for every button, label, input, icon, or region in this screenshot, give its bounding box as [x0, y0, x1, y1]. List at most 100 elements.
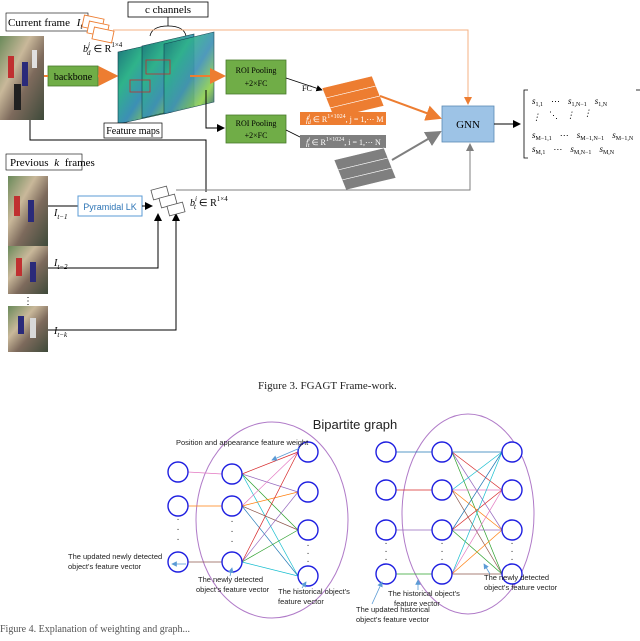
right-edge-3-1 — [451, 489, 503, 575]
left-edge-0-2 — [241, 473, 299, 531]
right-hist-label-2: feature vector — [394, 599, 440, 608]
left-updated-label-1: The updated newly detected — [68, 552, 162, 561]
left-history-node-1 — [297, 481, 319, 503]
previous-frames-label-box — [5, 153, 83, 171]
left-edge-1-0 — [241, 451, 299, 507]
right-updated-label-1: The updated historical — [356, 605, 430, 614]
left-detected-node-1 — [221, 495, 243, 517]
previous-frames-label: Previous k frames — [10, 157, 95, 169]
left-new-label-2: object's feature vector — [196, 585, 270, 594]
left-edge-0-1 — [241, 473, 299, 493]
previous-frame-image-2 — [8, 246, 48, 294]
fd-formula-box — [300, 112, 386, 125]
graph-dot-12: · — [440, 538, 443, 549]
left-updated-label-2: object's feature vector — [68, 562, 142, 571]
history-feature-bars — [333, 147, 397, 191]
right-history-node-0 — [431, 441, 453, 463]
right-updated-node-1 — [375, 479, 397, 501]
c-channels-brace — [149, 25, 187, 37]
graph-dot-11: · — [384, 554, 387, 565]
right-edge-2-0 — [451, 451, 503, 531]
figure3-caption: Figure 3. FGAGT Frame-work. — [258, 380, 397, 392]
left-edge-2-2 — [241, 529, 299, 563]
graph-dot-14: · — [440, 554, 443, 565]
right-detected-node-0 — [501, 441, 523, 463]
right-ellipse — [401, 413, 535, 615]
left-updated-node-2 — [167, 551, 189, 573]
detection-box-stack — [81, 14, 115, 44]
graph-dot-1: · — [176, 524, 179, 535]
roi-pooling-box-previous — [225, 114, 287, 144]
left-edge-0-0 — [241, 451, 299, 475]
weight-label: Position and appearance feature weight — [176, 438, 309, 447]
roi1-line2: +2×FC — [245, 79, 268, 88]
left-edge-2-3 — [241, 561, 299, 577]
ft-formula-box — [300, 135, 386, 148]
right-detected-node-3 — [501, 563, 523, 585]
roi-pooling-box-current — [225, 59, 287, 95]
right-history-node-1 — [431, 479, 453, 501]
gnn-box — [441, 105, 495, 143]
hist-features-to-gnn — [391, 130, 442, 161]
matrix-row-1: ⋮⋱⋮⋮ — [532, 108, 592, 122]
left-hist-label-1: The historical object's — [278, 587, 350, 596]
left-edge-1-2 — [241, 505, 299, 531]
fc1-label: FC — [302, 84, 312, 93]
roi1-line1: ROI Pooling — [236, 66, 277, 75]
feature-maps-stack — [117, 31, 215, 125]
graph-dot-0: · — [176, 514, 179, 525]
graph-dot-8: · — [306, 556, 309, 567]
right-edge-1-0 — [451, 451, 503, 491]
graph-dot-3: · — [230, 516, 233, 527]
right-history-node-3 — [431, 563, 453, 585]
left-edge-0-3 — [241, 473, 299, 577]
left-history-node-0 — [297, 441, 319, 463]
graph-dot-9: · — [384, 538, 387, 549]
tracked-box-stack — [150, 185, 186, 217]
right-new-label-2: object's feature vector — [484, 583, 558, 592]
pyramidal-lk-label: Pyramidal LK — [83, 202, 137, 212]
frame-label-1: It−2 — [53, 258, 68, 271]
right-detected-node-2 — [501, 519, 523, 541]
detection-feature-bars — [321, 75, 385, 119]
right-history-node-2 — [431, 519, 453, 541]
det-features-to-gnn — [379, 95, 442, 121]
left-new-label-1: The newly detected — [198, 575, 263, 584]
graph-dot-10: · — [384, 546, 387, 557]
right-edge-3-2 — [451, 529, 503, 575]
left-history-node-3 — [297, 565, 319, 587]
previous-frame-image-1 — [8, 176, 48, 246]
left-updated-node-1 — [167, 495, 189, 517]
left-edge-1-3 — [241, 505, 299, 577]
left-edge-2-0 — [241, 451, 299, 563]
graph-dot-16: · — [510, 546, 513, 557]
graph-dot-2: · — [176, 534, 179, 545]
left-edge-1-1 — [241, 491, 299, 507]
graph-dot-13: · — [440, 546, 443, 557]
roi2-line1: ROI Pooling — [236, 119, 277, 128]
roi2-line2: +2×FC — [245, 131, 268, 140]
figure4-caption: Figure 4. Explanation of weighting and g… — [0, 624, 190, 635]
right-new-label-1: The newly detected — [484, 573, 549, 582]
feature-maps-label-box — [103, 122, 163, 139]
right-updated-node-0 — [375, 441, 397, 463]
frames-ellipsis: ⋮ — [23, 296, 33, 307]
graph-dot-6: · — [306, 540, 309, 551]
frame-label-2: It−k — [53, 326, 68, 339]
graph-dot-4: · — [230, 526, 233, 537]
right-detected-node-1 — [501, 479, 523, 501]
bipartite-graph-title: Bipartite graph — [313, 417, 398, 432]
left-update-edge-0 — [187, 471, 223, 475]
left-edge-2-1 — [241, 491, 299, 563]
right-edge-3-0 — [451, 451, 503, 575]
graph-dot-17: · — [510, 554, 513, 565]
frame-labels: It−1It−2It−k — [53, 208, 68, 339]
